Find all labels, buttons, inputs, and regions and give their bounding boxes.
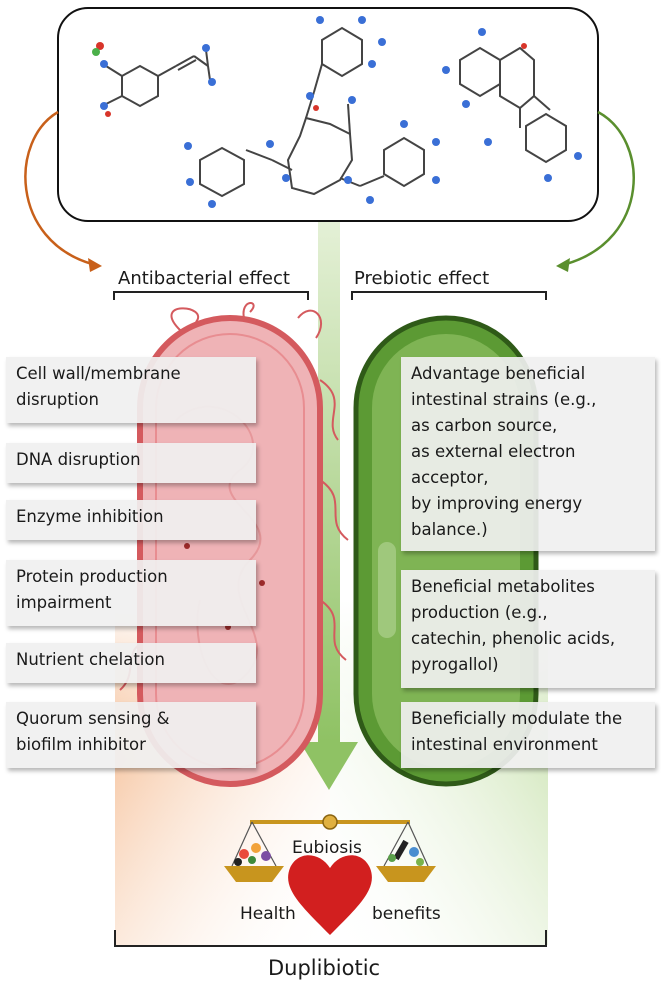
health-label: Health — [240, 904, 296, 924]
duplibiotic-bracket — [114, 930, 547, 947]
box-line: by improving energy — [411, 494, 583, 513]
molecule-panel — [57, 7, 599, 222]
caffeic-acid-molecule — [105, 49, 211, 108]
antibacterial-box-5: Nutrient chelation — [6, 643, 256, 683]
box-line: Quorum sensing & — [16, 709, 170, 728]
prebiotic-bracket — [351, 291, 547, 300]
prebiotic-box-1: Advantage beneficial intestinal strains … — [401, 357, 655, 551]
box-line: biofilm inhibitor — [16, 735, 146, 754]
box-line: balance.) — [411, 520, 488, 539]
box-line: catechin, phenolic acids, — [411, 629, 616, 648]
box-line: as carbon source, — [411, 416, 558, 435]
box-line: impairment — [16, 593, 112, 612]
duplibiotic-title: Duplibiotic — [268, 956, 381, 980]
box-line: Advantage beneficial — [411, 364, 586, 383]
box-line: Cell wall/membrane — [16, 364, 181, 383]
antibacterial-box-1: Cell wall/membrane disruption — [6, 357, 256, 423]
center-arrow — [300, 222, 358, 790]
box-line: Protein production — [16, 567, 168, 586]
box-line: intestinal environment — [411, 735, 598, 754]
antibacterial-box-2: DNA disruption — [6, 443, 256, 483]
antibacterial-box-6: Quorum sensing & biofilm inhibitor — [6, 702, 256, 768]
box-line: Beneficially modulate the — [411, 709, 623, 728]
antibacterial-effect-header: Antibacterial effect — [118, 268, 290, 289]
prebiotic-arrow — [565, 110, 635, 266]
box-line: as external electron — [411, 442, 576, 461]
box-line: DNA disruption — [16, 450, 141, 469]
balance-scale — [224, 814, 436, 882]
prebiotic-box-2: Beneficial metabolites production (e.g.,… — [401, 570, 655, 688]
catechin-molecule — [459, 46, 567, 164]
box-line: production (e.g., — [411, 603, 548, 622]
box-line: disruption — [16, 390, 99, 409]
antibacterial-box-4: Protein production impairment — [6, 560, 256, 626]
benefits-label: benefits — [372, 904, 441, 924]
antibacterial-bracket — [113, 291, 309, 300]
box-line: pyrogallol) — [411, 655, 499, 674]
box-line: Enzyme inhibition — [16, 507, 164, 526]
box-line: acceptor, — [411, 468, 489, 487]
antibacterial-box-3: Enzyme inhibition — [6, 500, 256, 540]
box-line: intestinal strains (e.g., — [411, 390, 597, 409]
prebiotic-effect-header: Prebiotic effect — [354, 268, 490, 289]
box-line: Beneficial metabolites — [411, 577, 595, 596]
prebiotic-box-3: Beneficially modulate the intestinal env… — [401, 702, 655, 768]
box-line: Nutrient chelation — [16, 650, 165, 669]
antibacterial-arrow — [24, 110, 93, 266]
heart-icon — [288, 855, 372, 935]
eubiosis-label: Eubiosis — [292, 838, 362, 858]
